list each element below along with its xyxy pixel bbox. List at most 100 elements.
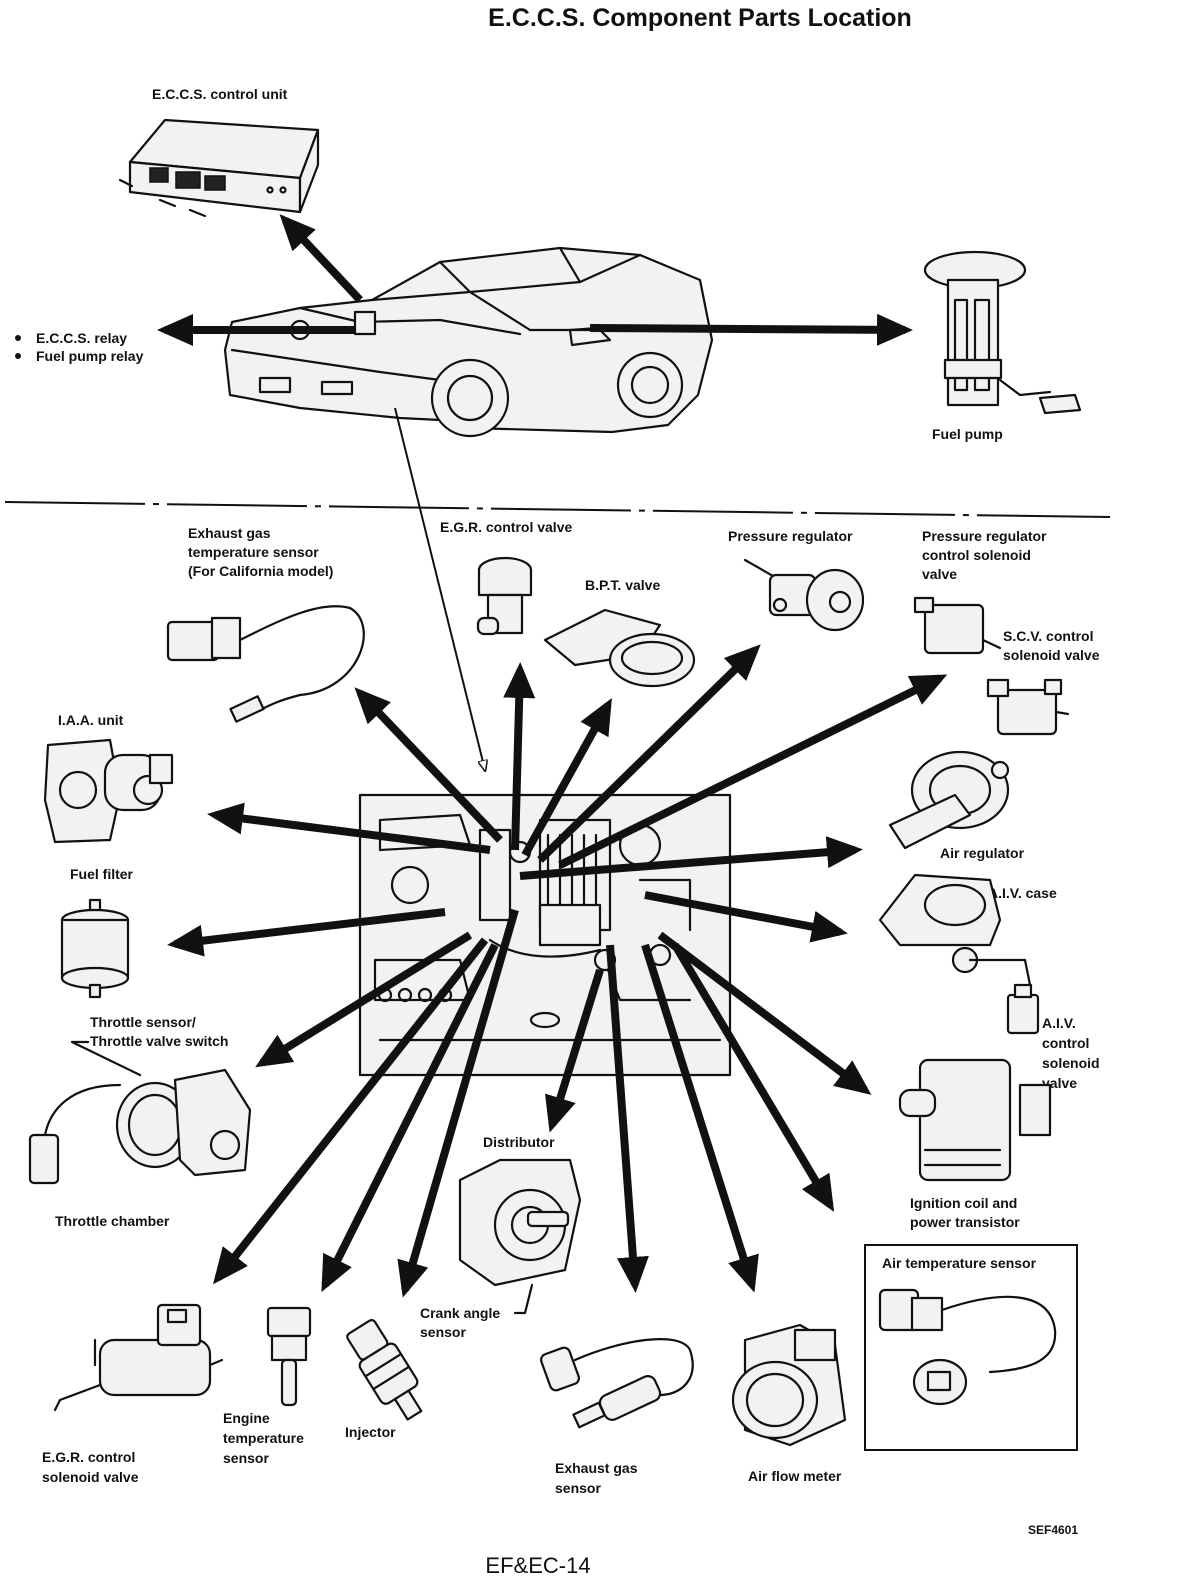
injector-part xyxy=(346,1319,423,1421)
label-eng-temp-line3: sensor xyxy=(223,1450,269,1466)
car-illustration xyxy=(223,246,714,438)
label-eng-temp-line1: Engine xyxy=(223,1410,270,1426)
label-scv-line2: solenoid valve xyxy=(1003,647,1100,663)
arrow-scv-solenoid xyxy=(558,674,948,869)
label-fuel-pump: Fuel pump xyxy=(932,426,1003,442)
label-aiv-solenoid: A.I.V. control solenoid valve xyxy=(1042,1015,1103,1091)
arrow-ignition-coil xyxy=(657,931,872,1095)
label-crank-line2: sensor xyxy=(420,1324,466,1340)
fuel-filter-part xyxy=(60,898,130,999)
pressure-reg-solenoid-part xyxy=(913,596,1002,655)
arrow-exhaust-gas-sensor xyxy=(606,944,649,1293)
label-throttle-line1: Throttle sensor/ xyxy=(90,1014,196,1030)
label-aiv-line3: solenoid xyxy=(1042,1055,1100,1071)
air-regulator-part xyxy=(888,750,1010,850)
arrow-pressure-regulator xyxy=(537,644,761,863)
label-exhaust-temp-line1: Exhaust gas xyxy=(188,525,271,541)
pressure-regulator-part xyxy=(743,558,865,632)
throttle-leader-line xyxy=(70,1040,142,1077)
label-eng-temp-line2: temperature xyxy=(223,1430,304,1446)
arrow-throttle-sensor xyxy=(255,931,473,1068)
air-temp-sensor-part xyxy=(878,1288,1057,1406)
label-egr-valve: E.G.R. control valve xyxy=(440,519,572,535)
engine-temp-sensor-part xyxy=(266,1306,312,1407)
label-scv-line1: S.C.V. control xyxy=(1003,628,1094,644)
arrow-distributor xyxy=(544,968,604,1133)
label-pressure-reg-solenoid: Pressure regulator control solenoid valv… xyxy=(922,528,1050,582)
exhaust-gas-sensor-part xyxy=(539,1338,694,1429)
arrow-aiv-case xyxy=(644,891,848,943)
label-aiv-line2: control xyxy=(1042,1035,1089,1051)
label-distributor: Distributor xyxy=(483,1134,555,1150)
air-flow-meter-part xyxy=(731,1323,847,1447)
label-crank-line1: Crank angle xyxy=(420,1305,500,1321)
arrow-engine-temp-sensor xyxy=(321,943,499,1293)
label-air-flow-meter: Air flow meter xyxy=(748,1468,842,1484)
engine-arrows xyxy=(167,644,948,1298)
label-exhaust-gas-sensor: Exhaust gas sensor xyxy=(555,1460,641,1496)
fuel-pump-part xyxy=(923,250,1082,415)
label-fuel-filter: Fuel filter xyxy=(70,866,134,882)
air-temp-sensor-box xyxy=(864,1244,1078,1451)
arrow-fuel-pump xyxy=(589,313,913,346)
label-aiv-line1: A.I.V. xyxy=(1042,1015,1076,1031)
label-exh-gas-line1: Exhaust gas xyxy=(555,1460,638,1476)
label-throttle-sensor: Throttle sensor/ Throttle valve switch xyxy=(90,1014,228,1049)
label-engine-temp-sensor: Engine temperature sensor xyxy=(223,1410,308,1466)
label-fuel-pump-relay: Fuel pump relay xyxy=(36,348,144,364)
label-aiv-case: A.I.V. case xyxy=(988,885,1057,901)
label-exhaust-temp-sensor: Exhaust gas temperature sensor (For Cali… xyxy=(188,525,333,579)
label-eccs-relay: E.C.C.S. relay xyxy=(36,330,127,346)
scv-solenoid-part xyxy=(986,678,1070,736)
section-divider xyxy=(4,501,1111,518)
page-footer: EF&EC-14 xyxy=(485,1553,590,1578)
label-bpt-valve: B.P.T. valve xyxy=(585,577,660,593)
label-egr-sol-line1: E.G.R. control xyxy=(42,1449,135,1465)
arrow-fuel-filter xyxy=(167,908,446,957)
label-exhaust-temp-line2: temperature sensor xyxy=(188,544,319,560)
ignition-coil-part xyxy=(898,1058,1052,1182)
distributor-part xyxy=(458,1158,582,1287)
arrow-egr-solenoid xyxy=(213,937,489,1285)
label-crank-angle: Crank angle sensor xyxy=(420,1305,504,1340)
aiv-solenoid-part xyxy=(1006,983,1040,1035)
arrow-engine-bay xyxy=(394,407,485,770)
label-egr-sol-line2: solenoid valve xyxy=(42,1469,139,1485)
label-pressure-regulator: Pressure regulator xyxy=(728,528,853,544)
egr-valve-part xyxy=(476,556,533,636)
arrow-exhaust-temp-sensor xyxy=(354,687,503,843)
label-control-unit: E.C.C.S. control unit xyxy=(152,86,288,102)
bpt-valve-part xyxy=(543,608,696,688)
arrow-egr-valve xyxy=(503,662,536,851)
label-prs-line2: control solenoid xyxy=(922,547,1031,563)
arrow-injector xyxy=(397,908,519,1298)
label-iaa-unit: I.A.A. unit xyxy=(58,712,124,728)
label-injector: Injector xyxy=(345,1424,396,1440)
arrow-air-regulator xyxy=(519,836,863,880)
exhaust-temp-sensor-part xyxy=(166,605,365,723)
label-ignition-line2: power transistor xyxy=(910,1214,1020,1230)
label-exhaust-temp-line3: (For California model) xyxy=(188,563,333,579)
label-throttle-chamber: Throttle chamber xyxy=(55,1213,170,1229)
iaa-unit-part xyxy=(43,738,174,844)
page-title: E.C.C.S. Component Parts Location xyxy=(488,4,912,32)
arrow-air-flow-meter xyxy=(641,943,759,1293)
label-ignition-line1: Ignition coil and xyxy=(910,1195,1017,1211)
label-ignition-coil: Ignition coil and power transistor xyxy=(910,1195,1021,1230)
arrow-air-temp-sensor xyxy=(671,942,835,1212)
arrow-control-unit xyxy=(279,214,363,303)
relay-list: E.C.C.S. relay Fuel pump relay xyxy=(15,330,144,364)
label-prs-line3: valve xyxy=(922,566,957,582)
aiv-case-part xyxy=(878,873,1032,987)
label-air-regulator: Air regulator xyxy=(940,845,1025,861)
crank-leader-line xyxy=(513,1283,534,1315)
label-exh-gas-line2: sensor xyxy=(555,1480,601,1496)
arrow-bpt-valve xyxy=(521,698,612,857)
label-air-temp-sensor: Air temperature sensor xyxy=(882,1255,1037,1271)
label-egr-solenoid: E.G.R. control solenoid valve xyxy=(42,1449,139,1485)
throttle-chamber-part xyxy=(28,1068,252,1185)
eccs-control-unit xyxy=(118,118,320,218)
egr-solenoid-part xyxy=(53,1303,224,1412)
